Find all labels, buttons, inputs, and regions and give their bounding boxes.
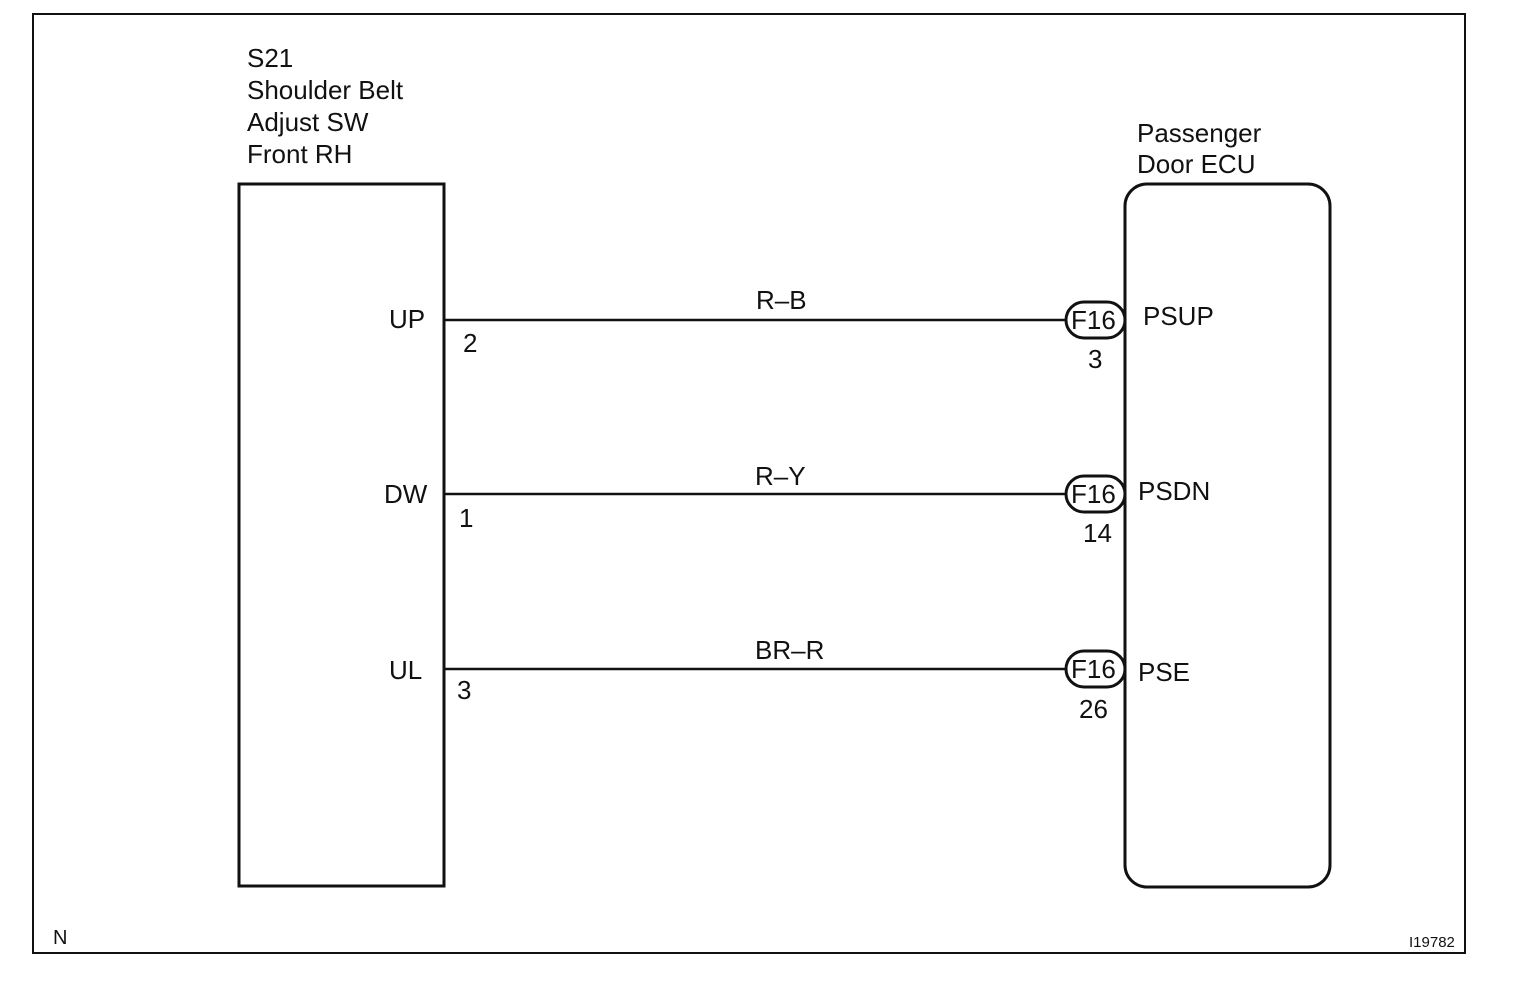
wire-color-up: R–B [756, 285, 807, 315]
left-pin-up: 2 [463, 328, 478, 358]
connector-f16-ul [1064, 649, 1127, 689]
right-pin-ul: 26 [1079, 694, 1108, 724]
right-component-name-2: Door ECU [1137, 149, 1256, 179]
connector-f16-dw [1064, 474, 1127, 514]
right-terminal-pse: PSE [1138, 657, 1191, 687]
right-component-name-1: Passenger [1137, 118, 1262, 148]
figure-id: I19782 [1409, 934, 1455, 951]
shoulder-belt-switch-box [237, 182, 446, 888]
connector-label-up: F16 [1071, 305, 1116, 335]
connector-label-ul: F16 [1071, 654, 1116, 684]
diagram-frame [32, 13, 1466, 954]
left-terminal-ul: UL [389, 655, 423, 685]
connector-label-dw: F16 [1071, 479, 1116, 509]
right-pin-dw: 14 [1083, 518, 1112, 548]
wire-color-ul: BR–R [755, 635, 825, 665]
left-pin-ul: 3 [457, 675, 472, 705]
left-component-name-1: Shoulder Belt [247, 75, 404, 105]
left-component-name-3: Front RH [247, 139, 353, 169]
right-terminal-psdn: PSDN [1138, 476, 1211, 506]
left-component-name-2: Adjust SW [247, 107, 369, 137]
wire-color-dw: R–Y [755, 461, 806, 491]
left-terminal-dw: DW [384, 479, 428, 509]
left-pin-dw: 1 [459, 503, 474, 533]
right-pin-up: 3 [1088, 344, 1103, 374]
right-terminal-psup: PSUP [1143, 301, 1214, 331]
left-terminal-up: UP [389, 304, 426, 334]
connector-f16-up [1064, 300, 1127, 340]
corner-mark: N [53, 927, 68, 949]
passenger-door-ecu-box [1123, 182, 1332, 889]
left-component-code: S21 [247, 43, 294, 73]
